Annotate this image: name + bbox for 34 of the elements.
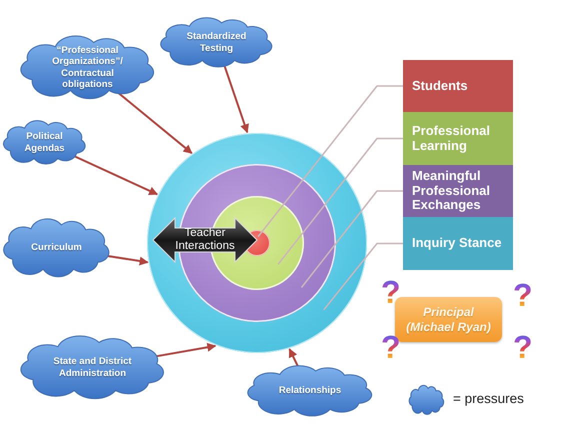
leader-line — [258, 85, 403, 238]
arrow — [118, 92, 192, 154]
pressure-cloud — [3, 218, 110, 278]
legend-label: = pressures — [453, 391, 524, 408]
category-label: Students — [412, 78, 469, 94]
category-panel — [403, 165, 513, 217]
cloud-label: Political Agendas — [24, 131, 66, 154]
pressure-cloud — [3, 120, 86, 165]
pressure-cloud — [247, 365, 373, 417]
arrow — [288, 348, 300, 368]
category-label: Inquiry Stance — [412, 236, 503, 251]
cloud-label: State and District Administration — [52, 356, 132, 379]
pressure-cloud — [160, 17, 273, 68]
pressure-cloud — [20, 335, 165, 400]
leader-line — [278, 138, 403, 265]
category-panel — [403, 112, 513, 165]
arrow — [223, 64, 249, 134]
category-label: Meaningful Professional Exchanges — [412, 168, 492, 214]
arrow-label: Teacher Interactions — [174, 227, 236, 253]
pressure-cloud — [20, 35, 155, 100]
cloud-label: Relationships — [278, 385, 342, 397]
leader-line — [300, 190, 403, 288]
cloud-label: Standardized Testing — [186, 31, 247, 54]
cloud-label: “Professional Organizations”/ Contractual obligations — [52, 44, 124, 90]
category-panel — [403, 217, 513, 270]
arrow — [156, 342, 216, 358]
double-arrow — [153, 218, 257, 262]
category-label: Professional Learning — [412, 124, 492, 154]
role-label: Principal (Michael Ryan) — [406, 304, 492, 334]
cloud-label: Curriculum — [30, 242, 82, 254]
arrow — [105, 254, 149, 266]
category-panel — [403, 60, 513, 112]
leader-line — [323, 242, 403, 310]
arrow — [73, 155, 158, 196]
